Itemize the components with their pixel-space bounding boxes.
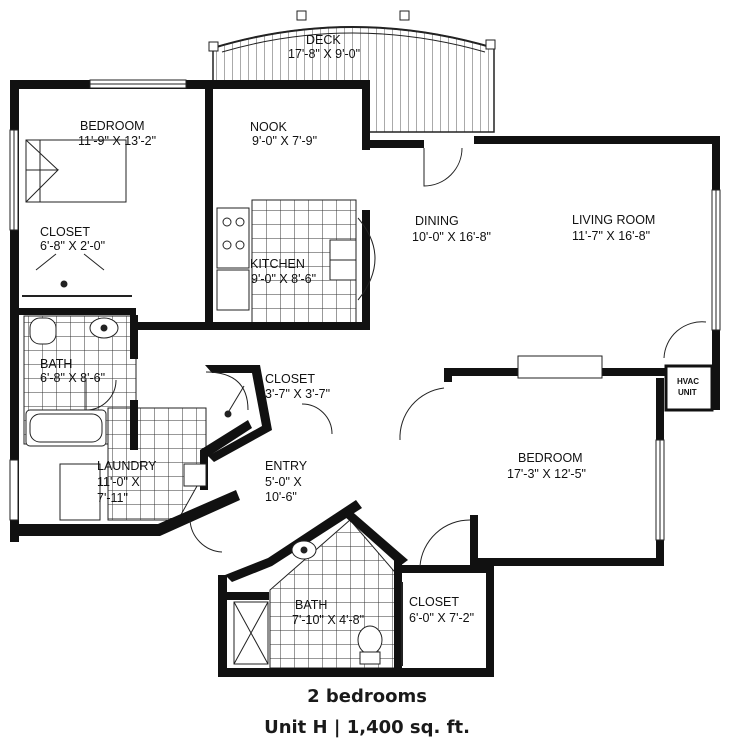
bedroom1-dim: 11'-9" X 13'-2" (78, 134, 156, 148)
nook-dim: 9'-0" X 7'-9" (252, 134, 317, 148)
hvac-line1: HVAC (677, 377, 699, 386)
kitchen-dim: 9'-0" X 8'-6" (251, 272, 316, 286)
caption-unit: Unit H | 1,400 sq. ft. (264, 717, 470, 738)
living-name: LIVING ROOM (572, 213, 655, 227)
bedroom1-name: BEDROOM (80, 119, 145, 133)
laundry-dim1: 11'-0" X (97, 475, 140, 489)
dining-name: DINING (415, 214, 459, 228)
closet3-name: CLOSET (409, 595, 459, 609)
fixtures (22, 139, 403, 666)
bath2-dim: 7'-10" X 4'-8" (292, 613, 364, 627)
living-dim: 11'-7" X 16'-8" (572, 229, 650, 243)
nook-name: NOOK (250, 120, 287, 134)
closet2-name: CLOSET (265, 372, 315, 386)
laundry-dim2: 7'-11" (97, 491, 128, 505)
hvac-line2: UNIT (678, 388, 697, 397)
closet2-dim: 3'-7" X 3'-7" (265, 387, 330, 401)
deck-name: DECK (306, 33, 341, 47)
dining-dim: 10'-0" X 16'-8" (412, 230, 491, 244)
bath1-name: BATH (40, 357, 72, 371)
deck (208, 10, 496, 133)
doors (35, 147, 707, 567)
deck-dim: 17'-8" X 9'-0" (288, 47, 360, 61)
bath1-dim: 6'-8" X 8'-6" (40, 371, 105, 385)
bath2-name: BATH (295, 598, 327, 612)
laundry-name: LAUNDRY (97, 459, 157, 473)
closet1-dim: 6'-8" X 2'-0" (40, 239, 105, 253)
windows (9, 79, 721, 541)
entry-dim1: 5'-0" X (265, 475, 302, 489)
entry-name: ENTRY (265, 459, 308, 473)
entry-dim2: 10'-6" (265, 490, 297, 504)
room-labels: DECK 17'-8" X 9'-0" BEDROOM 11'-9" X 13'… (40, 33, 699, 627)
closet3-dim: 6'-0" X 7'-2" (409, 611, 474, 625)
bedroom2-name: BEDROOM (518, 451, 583, 465)
caption-bedrooms: 2 bedrooms (307, 686, 427, 707)
closet1-name: CLOSET (40, 225, 90, 239)
bedroom2-dim: 17'-3" X 12'-5" (507, 467, 586, 481)
kitchen-name: KITCHEN (250, 257, 305, 271)
